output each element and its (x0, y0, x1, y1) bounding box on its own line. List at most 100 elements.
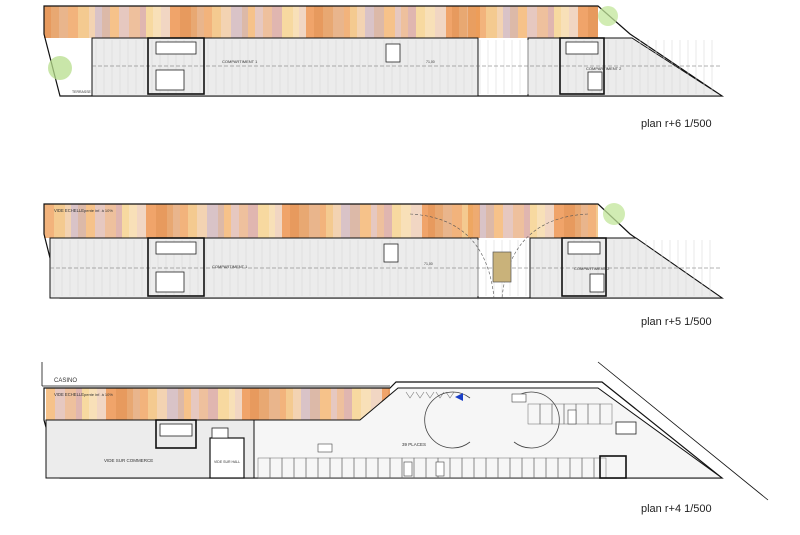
facade-stripe (207, 204, 218, 238)
facade-stripe (374, 6, 384, 38)
facade-stripe (588, 6, 598, 38)
facade-stripe (537, 204, 545, 238)
facade-stripe (54, 204, 65, 238)
facade-stripe (161, 6, 170, 38)
facade-stripe (250, 388, 259, 420)
facade-stripe (331, 388, 337, 420)
facade-stripe (280, 388, 286, 420)
facade-stripe (371, 204, 377, 238)
facade-stripe (352, 388, 361, 420)
facade-stripe (486, 204, 494, 238)
plan-r6-core-left (147, 37, 205, 95)
plan-r4-label-void: VIDE ECHELLE (54, 392, 84, 397)
facade-stripe (95, 6, 102, 38)
plan-r4-label-hall: VIDE SUR HALL (214, 460, 240, 464)
plan-r6-label-dim: 71,00 (426, 60, 435, 64)
plan-r4-parking-bays (257, 391, 613, 479)
facade-stripe (320, 204, 326, 238)
facade-stripe (446, 6, 452, 38)
facade-stripe (293, 6, 299, 38)
facade-stripe (344, 388, 352, 420)
ramp-chevron (425, 391, 435, 399)
plan-r4-cars (317, 393, 577, 477)
facade-stripe (401, 204, 411, 238)
plan-r4-turn-circle-left (424, 391, 471, 449)
facade-stripe (384, 204, 392, 238)
facade-stripe (360, 204, 371, 238)
facade-stripe (290, 204, 299, 238)
facade-stripe (503, 6, 510, 38)
facade-stripe (435, 6, 446, 38)
facade-stripe (258, 204, 269, 238)
ramp-chevron (405, 391, 415, 399)
facade-stripe (350, 204, 360, 238)
plan-r4-stair (211, 427, 229, 439)
facade-stripe (408, 6, 416, 38)
plan-r6-stair (385, 43, 401, 63)
facade-stripe (275, 204, 282, 238)
facade-stripe (392, 204, 401, 238)
plan-r6-floor-right (527, 37, 724, 97)
facade-stripe (425, 6, 435, 38)
facade-stripe (197, 6, 204, 38)
facade-stripe (140, 6, 146, 38)
facade-stripe (184, 388, 191, 420)
plan-r5-tree (603, 203, 625, 225)
facade-stripe (333, 204, 341, 238)
facade-stripe (530, 204, 537, 238)
plan-r5-core-left (147, 237, 205, 297)
facade-stripe (242, 388, 250, 420)
facade-stripe (401, 6, 408, 38)
facade-stripe (116, 204, 122, 238)
facade-stripe (167, 388, 178, 420)
facade-stripe (65, 204, 71, 238)
plan-r4-label-commerce: VIDE SUR COMMERCE (104, 458, 153, 463)
facade-stripe (82, 388, 89, 420)
facade-stripe (137, 204, 146, 238)
plan-r4-label-slope: pente inf. à 10% (84, 392, 113, 397)
plan-r6: COMPARTIMENT 1 COMPARTIMENT 2 TERRASSE 7… (43, 5, 724, 97)
facade-stripe (545, 204, 554, 238)
facade-stripe (395, 6, 401, 38)
plan-r6-label-terrace: TERRASSE (72, 90, 92, 94)
facade-stripe (259, 388, 269, 420)
facade-stripe (357, 6, 365, 38)
facade-stripe (503, 204, 513, 238)
plan-r4-core-right (599, 421, 637, 479)
facade-stripe (146, 204, 156, 238)
facade-stripe (78, 204, 86, 238)
facade-stripe (588, 204, 596, 238)
facade-stripe (513, 204, 524, 238)
facade-stripe (581, 204, 588, 238)
plan-r4-label-casino: CASINO (54, 378, 77, 384)
facade-stripe (167, 204, 173, 238)
facade-stripe (173, 204, 180, 238)
facade-stripe (341, 204, 350, 238)
facade-stripe (55, 388, 65, 420)
facade-stripe (71, 204, 78, 238)
facade-stripe (95, 204, 105, 238)
plan-r5-ramp-curve-left (409, 213, 495, 299)
facade-stripe (309, 204, 320, 238)
plan-r6-floor-left (91, 37, 479, 97)
facade-stripe (89, 6, 95, 38)
plan-r4-direction-arrow-icon (455, 393, 463, 401)
plan-r4-caption: plan r+4 1/500 (641, 503, 712, 515)
facade-stripe (208, 388, 218, 420)
facade-stripe (129, 204, 137, 238)
facade-stripe (235, 388, 242, 420)
facade-stripe (188, 204, 197, 238)
plan-r5-core-right (561, 237, 607, 297)
facade-stripe (191, 6, 197, 38)
facade-stripe (365, 6, 374, 38)
facade-stripe (248, 204, 258, 238)
facade-stripe (575, 204, 581, 238)
facade-stripe (191, 388, 199, 420)
facade-stripe (272, 6, 282, 38)
ramp-chevron (415, 391, 425, 399)
facade-stripe (157, 388, 167, 420)
facade-stripe (435, 204, 443, 238)
facade-stripe (326, 204, 333, 238)
facade-stripe (344, 6, 350, 38)
facade-stripe (212, 6, 221, 38)
